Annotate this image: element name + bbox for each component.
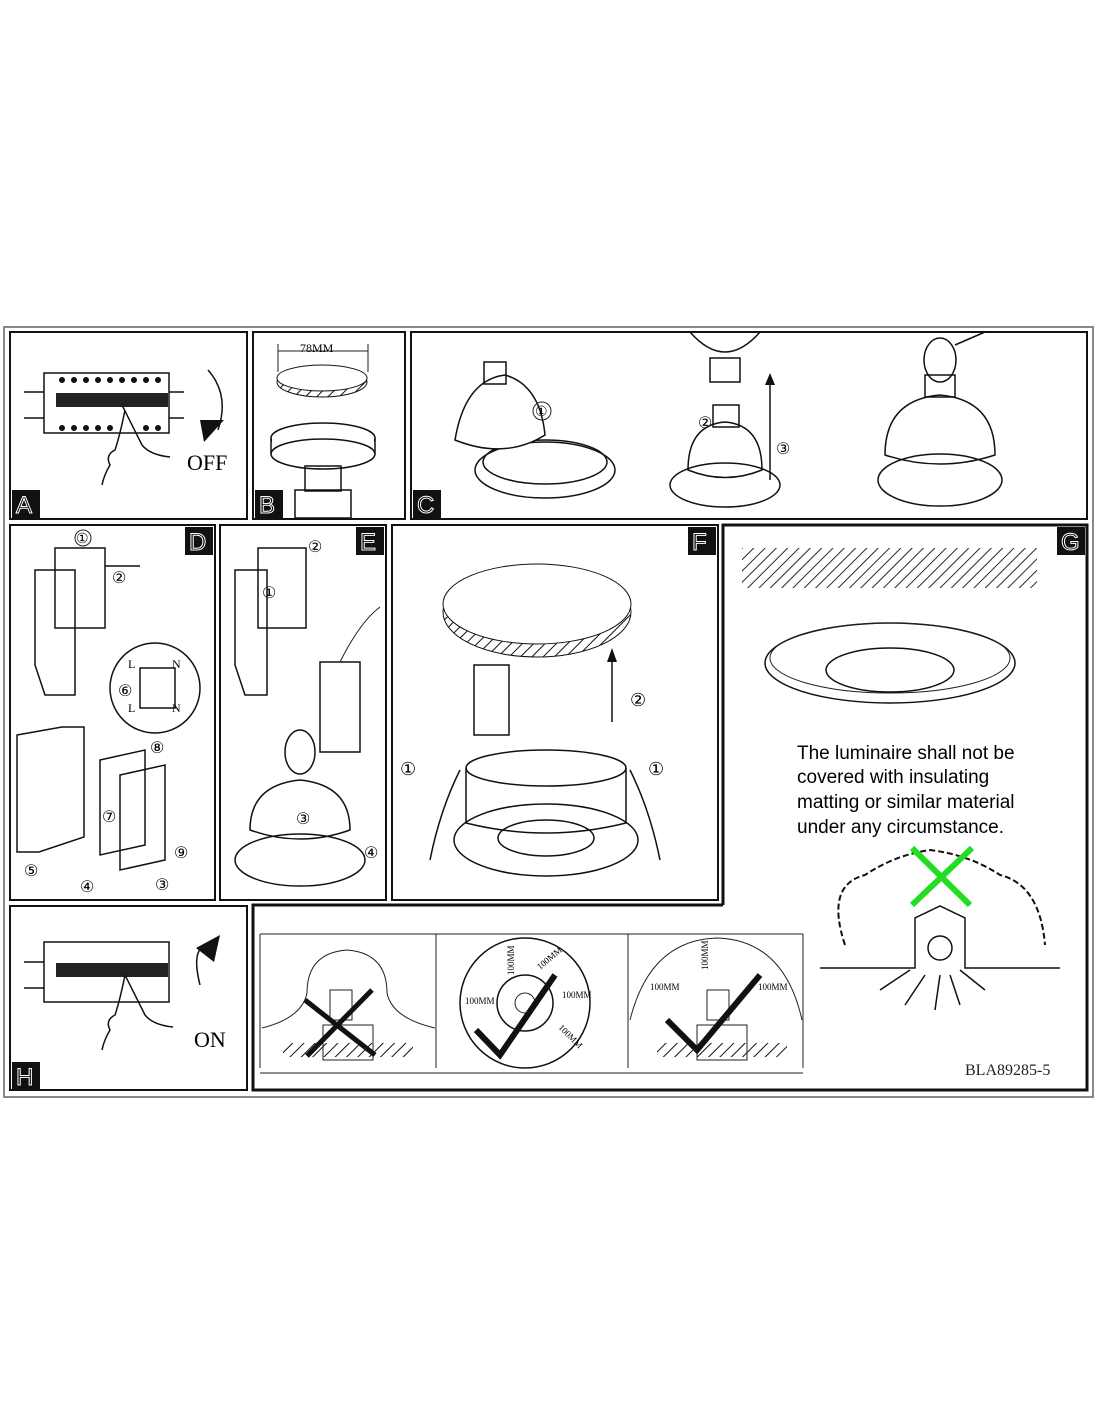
step-1: ① [262,585,276,602]
terminal-n: N [172,657,181,671]
warning-line-2: covered with insulating [797,767,989,788]
step-6: ⑥ [118,683,132,700]
step-1: ① [76,532,89,547]
driver-box [54,547,106,629]
clearance-label-top-right: 100MM [535,945,564,972]
step-3: ③ [776,441,790,458]
check-mark-icon [473,973,558,1060]
panel-f-install-ceiling: ② ① ① F [391,524,719,901]
wrong-x-icon [303,988,377,1058]
breaker-panel-icon [24,372,184,434]
off-caption: OFF [187,450,227,475]
warning-line-3: matting or similar material [797,792,1015,813]
step-2: ② [698,415,712,432]
warning-line-4: under any circumstance. [797,817,1004,838]
hand-icon [101,404,171,486]
panel-label-a: A [16,492,32,519]
panel-e-connect-driver: ② ① ③ ④ E [219,524,387,901]
clearance-label-top: 100MM [700,940,710,970]
clearance-label-right: 100MM [758,982,788,992]
step-4: ④ [80,879,94,896]
correct-clearance-top-view: 100MM 100MM 100MM 100MM 100MM [459,937,592,1069]
terminal-n-lower: N [172,701,181,715]
on-caption: ON [194,1027,226,1052]
terminal-l-lower: L [128,701,135,715]
step-7: ⑦ [102,809,116,826]
cross-mark-icon [909,845,975,908]
step-4: ④ [364,845,378,862]
outer-frame [3,326,1094,1098]
panel-a-switch-off: OFF A [9,331,248,520]
document-code: BLA89285-5 [965,1062,1050,1079]
step-1-left: ① [400,759,416,779]
hand-icon [101,974,174,1051]
luminaire-icon [820,905,1060,969]
panel-c-lamp-insert: ① ② ③ C [410,331,1088,520]
panel-b-cutout-size: 78MM B [252,331,406,520]
step-3: ③ [296,811,310,828]
step-9: ⑨ [174,845,188,862]
panel-label-f: F [692,529,707,556]
panel-label-b: B [259,492,275,519]
cutout-dimension: 78MM [300,341,334,355]
panel-label-h: H [16,1064,33,1091]
junction-box-cover [119,764,166,871]
insulation-coil-icon [837,848,1046,946]
hands-icon [429,769,661,861]
step-2: ② [630,690,646,710]
step-2: ② [112,570,126,587]
panel-g-warning: The luminaire shall not be covered with … [251,523,1089,1092]
correct-clearance-side-view: 100MM 100MM 100MM [629,937,803,1061]
step-3: ③ [155,877,169,894]
clearance-label-left: 100MM [465,996,495,1006]
clearance-label-right: 100MM [562,990,592,1000]
step-8: ⑧ [150,740,164,757]
panel-d-wiring: ① ② L N L N ⑥ ⑧ ⑦ ⑨ ③ ④ ⑤ D [9,524,216,901]
panel-label-c: C [417,492,434,519]
step-1-right: ① [648,759,664,779]
clearance-diagrams: 100MM 100MM 100MM 100MM 100MM 100MM 100M… [259,933,1050,1079]
warning-line-1: The luminaire shall not be [797,743,1015,764]
clearance-label-left: 100MM [650,982,680,992]
check-mark-icon [664,973,763,1055]
panel-label-g: G [1061,529,1080,556]
junction-box [16,726,85,853]
clearance-label-top: 100MM [506,945,516,975]
panel-label-d: D [189,529,206,556]
panel-label-e: E [360,529,376,556]
terminal-block-detail [109,642,201,734]
step-5: ⑤ [24,863,38,880]
terminal-l: L [128,657,135,671]
incorrect-covered-example [261,945,436,1061]
step-2: ② [308,539,322,556]
step-1: ① [535,405,548,420]
panel-h-switch-on: ON H [9,905,248,1092]
lamp-reflector [454,374,546,450]
